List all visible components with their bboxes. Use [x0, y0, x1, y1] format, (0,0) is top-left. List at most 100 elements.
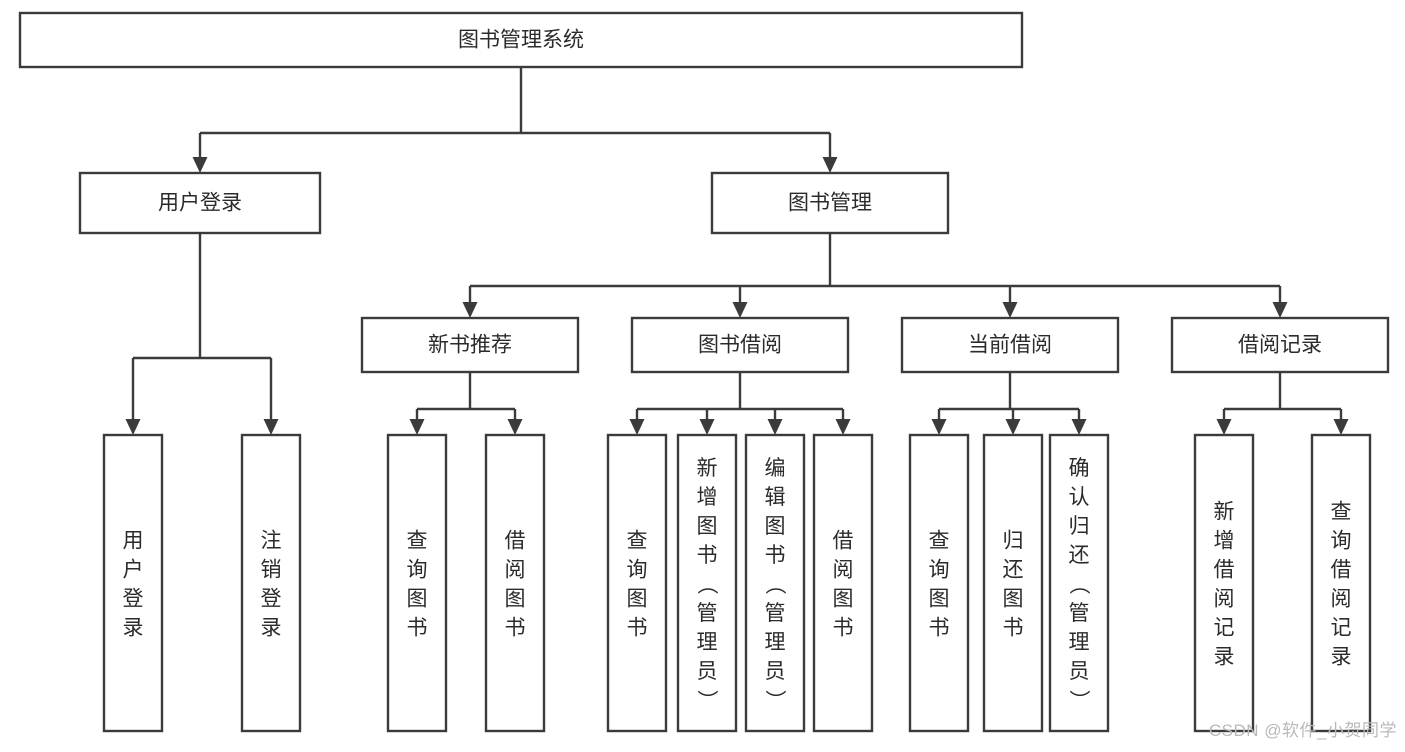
node-label-leaf-add-book-char-7: 员: [697, 660, 718, 683]
node-label-leaf-confirm-return-char-3: 还: [1069, 544, 1090, 567]
node-label-leaf-confirm-return-char-4: （: [1067, 574, 1090, 595]
node-label-leaf-add-record-char-4: 记: [1214, 617, 1235, 640]
node-label-leaf-borrow-book-2-char-2: 图: [833, 588, 854, 611]
node-label-leaf-borrow-book-1-char-0: 借: [505, 530, 526, 553]
node-label-leaf-return-book-char-3: 书: [1003, 617, 1024, 640]
node-label-book-manage: 图书管理: [788, 192, 872, 215]
node-label-leaf-borrow-book-2-char-3: 书: [833, 617, 854, 640]
node-label-leaf-add-record-char-2: 借: [1214, 559, 1235, 582]
node-label-new-book-recommend: 新书推荐: [428, 334, 512, 357]
connector-group-current-borrow: [931, 372, 1087, 435]
node-root[interactable]: 图书管理系统: [18, 11, 1024, 69]
node-box-leaf-logout: [240, 433, 302, 733]
arrow-head-icon: [1333, 419, 1349, 435]
node-user-login[interactable]: 用户登录: [78, 171, 322, 235]
arrow-head-icon: [409, 419, 425, 435]
node-label-leaf-logout-char-2: 登: [261, 588, 282, 611]
node-label-leaf-query-record-char-1: 询: [1331, 530, 1352, 553]
node-label-leaf-edit-book-char-1: 辑: [765, 486, 786, 509]
node-label-leaf-query-book-3-char-3: 书: [929, 617, 950, 640]
node-box-current-borrow: [900, 316, 1120, 374]
node-borrow-record[interactable]: 借阅记录: [1170, 316, 1390, 374]
node-label-leaf-user-login-char-0: 用: [123, 530, 144, 553]
node-label-leaf-edit-book-char-4: （: [763, 574, 786, 595]
node-label-leaf-confirm-return-char-1: 认: [1069, 486, 1090, 509]
arrow-head-icon: [1216, 419, 1232, 435]
node-label-leaf-query-book-3-char-2: 图: [929, 588, 950, 611]
node-label-leaf-return-book-char-1: 还: [1003, 559, 1024, 582]
node-label-root: 图书管理系统: [458, 29, 584, 52]
node-label-leaf-confirm-return-char-6: 理: [1069, 631, 1090, 654]
node-label-leaf-add-book-char-2: 图: [697, 515, 718, 538]
node-label-leaf-add-book-char-5: 管: [697, 602, 718, 625]
node-label-leaf-edit-book-char-7: 员: [765, 660, 786, 683]
node-box-leaf-user-login: [102, 433, 164, 733]
node-book-manage[interactable]: 图书管理: [710, 171, 950, 235]
node-book-borrow[interactable]: 图书借阅: [630, 316, 850, 374]
node-box-leaf-edit-book: [744, 433, 806, 733]
connector-layer: [125, 67, 1349, 435]
node-label-leaf-borrow-book-1-char-3: 书: [505, 617, 526, 640]
node-box-new-book-recommend: [360, 316, 580, 374]
node-label-leaf-confirm-return-char-2: 归: [1069, 515, 1090, 538]
connector-group-user-login: [125, 233, 279, 435]
node-label-leaf-add-book-char-6: 理: [697, 631, 718, 654]
node-label-leaf-add-book-char-3: 书: [697, 544, 718, 567]
node-label-leaf-logout-char-3: 录: [261, 617, 282, 640]
arrow-head-icon: [1272, 302, 1288, 318]
arrow-head-icon: [835, 419, 851, 435]
node-label-leaf-user-login-char-1: 户: [123, 559, 144, 582]
node-label-leaf-logout-char-0: 注: [261, 530, 282, 553]
arrow-head-icon: [822, 157, 838, 173]
node-box-user-login: [78, 171, 322, 235]
node-label-leaf-confirm-return-char-0: 确: [1069, 457, 1090, 480]
node-label-leaf-edit-book-char-5: 管: [765, 602, 786, 625]
node-leaf-user-login[interactable]: 用户登录: [102, 433, 164, 733]
node-label-leaf-edit-book-char-0: 编: [765, 457, 786, 480]
arrow-head-icon: [125, 419, 141, 435]
node-box-book-manage: [710, 171, 950, 235]
node-label-leaf-query-book-1-char-3: 书: [407, 617, 428, 640]
node-new-book-recommend[interactable]: 新书推荐: [360, 316, 580, 374]
csdn-watermark: CSDN @软件_小贺同学: [1208, 721, 1397, 740]
node-label-leaf-borrow-book-2-char-1: 阅: [833, 559, 854, 582]
arrow-head-icon: [263, 419, 279, 435]
node-label-leaf-edit-book-char-6: 理: [765, 631, 786, 654]
node-label-leaf-confirm-return-char-5: 管: [1069, 602, 1090, 625]
node-label-leaf-query-book-1-char-0: 查: [407, 530, 428, 553]
node-label-leaf-add-record-char-3: 阅: [1214, 588, 1235, 611]
node-label-leaf-borrow-book-2-char-0: 借: [833, 530, 854, 553]
node-layer: 图书管理系统用户登录图书管理新书推荐图书借阅当前借阅借阅记录用户登录注销登录查询…: [18, 11, 1390, 733]
connector-group-book-manage: [462, 233, 1288, 318]
node-label-leaf-edit-book-char-3: 书: [765, 544, 786, 567]
node-label-leaf-query-book-2-char-1: 询: [627, 559, 648, 582]
node-label-leaf-return-book-char-0: 归: [1003, 530, 1024, 553]
node-label-book-borrow: 图书借阅: [698, 334, 782, 357]
node-label-leaf-query-record-char-2: 借: [1331, 559, 1352, 582]
node-current-borrow[interactable]: 当前借阅: [900, 316, 1120, 374]
node-box-leaf-query-book-2: [606, 433, 668, 733]
node-label-leaf-query-book-3-char-0: 查: [929, 530, 950, 553]
node-label-leaf-user-login-char-2: 登: [123, 588, 144, 611]
arrow-head-icon: [1002, 302, 1018, 318]
arrow-head-icon: [462, 302, 478, 318]
node-label-current-borrow: 当前借阅: [968, 334, 1052, 357]
arrow-head-icon: [629, 419, 645, 435]
node-box-borrow-record: [1170, 316, 1390, 374]
node-box-leaf-borrow-book-1: [484, 433, 546, 733]
node-label-leaf-query-book-3-char-1: 询: [929, 559, 950, 582]
